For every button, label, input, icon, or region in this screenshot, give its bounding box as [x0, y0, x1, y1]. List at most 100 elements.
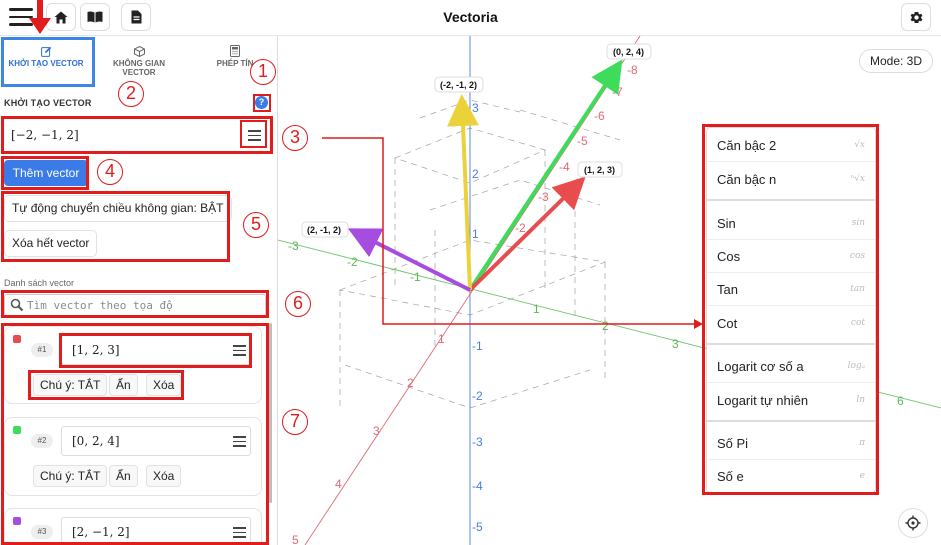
vector-number: #2 [31, 434, 53, 448]
delete-vector-button[interactable]: Xóa [146, 465, 182, 487]
hide-vector-button[interactable]: Ẩn [109, 374, 138, 396]
vector-color-swatch [13, 426, 21, 434]
tab-create-vector[interactable]: KHỞI TẠO VECTOR [3, 39, 89, 89]
y-tick: -5 [577, 134, 588, 148]
vector-value-field[interactable]: [2, −1, 2] [61, 517, 251, 545]
tab-label: KHÔNG GIAN [113, 59, 165, 68]
tab-operations[interactable]: PHÉP TÍN [192, 39, 277, 89]
vector-label: (1, 2, 3) [584, 165, 615, 175]
library-button[interactable] [80, 3, 110, 31]
tab-vector-space[interactable]: KHÔNG GIAN VECTOR [96, 39, 182, 89]
vector-value: [0, 2, 4] [72, 434, 120, 448]
z-tick: 1 [472, 227, 479, 241]
vector-color-swatch [13, 517, 21, 525]
recenter-button[interactable] [898, 508, 928, 538]
vector-label: (0, 2, 4) [613, 47, 644, 57]
function-menu-icon[interactable] [233, 436, 247, 447]
mode-toggle-button[interactable]: Mode: 3D [859, 49, 933, 73]
annotation-down-arrow [29, 0, 51, 34]
home-button[interactable] [46, 3, 76, 31]
annotation-arrowhead [694, 319, 703, 329]
y-tick: -3 [538, 190, 549, 204]
clear-all-vectors-button[interactable]: Xóa hết vector [4, 230, 98, 257]
hide-vector-button[interactable]: Ẩn [109, 465, 138, 487]
attention-toggle[interactable]: Chú ý: TẮT [33, 465, 108, 487]
vector-label: (2, -1, 2) [307, 225, 341, 235]
help-icon[interactable]: ? [255, 96, 268, 109]
left-panel: KHỞI TẠO VECTOR KHÔNG GIAN VECTOR PHÉP T… [0, 36, 278, 545]
settings-button[interactable] [901, 3, 931, 31]
menu-separator [707, 199, 875, 201]
diag-tick: 3 [373, 424, 380, 438]
menu-separator [707, 420, 875, 422]
x-tick: 6 [897, 394, 904, 408]
y-tick: -8 [627, 63, 638, 77]
vector-card-3: #3 [2, −1, 2] [4, 508, 262, 545]
menu-item-square-root[interactable]: Căn bậc 2√x [707, 129, 875, 162]
vector-search-input[interactable] [27, 297, 257, 313]
function-menu-icon[interactable] [233, 527, 247, 538]
list-scrollbar[interactable] [269, 323, 272, 503]
book-icon [87, 11, 103, 23]
add-vector-button[interactable]: Thêm vector [4, 160, 88, 186]
tab-label: KHỞI TẠO VECTOR [8, 59, 84, 68]
edit-icon [40, 46, 51, 57]
diag-tick: 4 [335, 477, 342, 491]
vector-search-box[interactable] [4, 294, 266, 316]
document-button[interactable] [121, 3, 151, 31]
vector-neg2-neg1-2[interactable] [447, 94, 480, 291]
vector-value: [1, 2, 3] [72, 343, 120, 357]
vector-list-title: Danh sách vector [4, 278, 75, 288]
vector-value-field[interactable]: [1, 2, 3] [61, 335, 251, 365]
section-title: KHỞI TẠO VECTOR [4, 98, 92, 108]
vector-color-swatch [13, 335, 21, 343]
graph-svg[interactable]: 3 2 1 -1 -2 -3 -4 -5 -3 -2 -1 1 2 3 6 -8… [278, 36, 941, 545]
auto-projection-toggle[interactable]: Tự động chuyển chiều không gian: BẬT [4, 195, 232, 222]
y-tick: -6 [594, 109, 605, 123]
vector-value-field[interactable]: [0, 2, 4] [61, 426, 251, 456]
z-tick: 3 [472, 101, 479, 115]
delete-vector-button[interactable]: Xóa [146, 374, 182, 396]
y-tick: -7 [612, 85, 623, 99]
tab-label: PHÉP TÍN [216, 59, 254, 68]
y-tick: -4 [559, 160, 570, 174]
diag-tick: 1 [438, 332, 445, 346]
vector-input-field[interactable]: [−2, −1, 2] [2, 118, 272, 152]
menu-separator [707, 343, 875, 345]
x-tick: -1 [410, 270, 421, 284]
z-tick: -4 [472, 479, 483, 493]
diag-tick: 5 [292, 533, 299, 545]
hamburger-menu-button[interactable] [9, 8, 33, 26]
tab-label: VECTOR [122, 68, 156, 77]
attention-toggle[interactable]: Chú ý: TẮT [33, 374, 108, 396]
z-tick: -3 [472, 435, 483, 449]
x-tick: -3 [288, 239, 299, 253]
x-tick: 3 [672, 337, 679, 351]
function-menu-icon[interactable] [233, 345, 247, 356]
vector-2-neg1-2[interactable] [347, 228, 471, 292]
annotation-connector [322, 137, 700, 325]
vector-number: #3 [31, 525, 53, 539]
x-tick: -2 [347, 255, 358, 269]
diag-tick: 2 [407, 376, 414, 390]
cube-icon [133, 45, 145, 57]
vector-input-value: [−2, −1, 2] [11, 128, 79, 142]
z-tick: -5 [472, 520, 483, 534]
y-tick: -2 [515, 221, 526, 235]
vector-label: (-2, -1, 2) [440, 80, 477, 90]
function-menu-icon[interactable] [248, 130, 262, 141]
vector-0-2-4[interactable] [468, 59, 623, 292]
z-tick: -1 [472, 339, 483, 353]
vector-1-2-3[interactable] [468, 176, 586, 292]
graph-canvas[interactable]: 3 2 1 -1 -2 -3 -4 -5 -3 -2 -1 1 2 3 6 -8… [278, 36, 941, 545]
